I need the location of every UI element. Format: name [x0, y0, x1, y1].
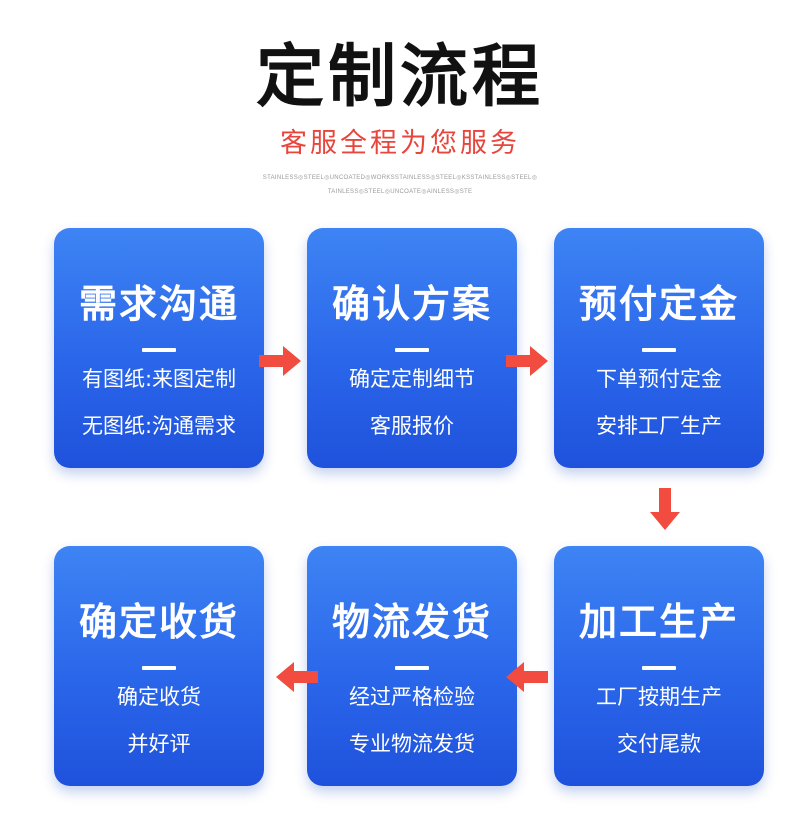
step-line-1: 下单预付定金 [596, 367, 722, 391]
step-line-2: 客服报价 [370, 414, 454, 438]
step-line-2: 无图纸:沟通需求 [81, 414, 237, 438]
step-title: 物流发货 [331, 600, 492, 644]
arrow-left-icon [276, 662, 318, 692]
step-line-2: 并好评 [127, 732, 191, 756]
arrow-right-icon [506, 346, 548, 376]
step-divider [142, 666, 176, 670]
arrow-left-icon [506, 662, 548, 692]
step-line-1: 有图纸:来图定制 [81, 367, 237, 391]
step-line-2: 交付尾款 [617, 732, 701, 756]
decorative-text-line-2: TAINLESS◎STEEL◎UNCOATE◎AINLESS◎STE [327, 189, 473, 195]
step-title: 确定收货 [78, 600, 239, 644]
step-line-1: 确定收货 [117, 685, 201, 709]
step-line-2: 专业物流发货 [349, 732, 475, 756]
step-line-2: 安排工厂生产 [596, 414, 722, 438]
step-divider [395, 348, 429, 352]
step-divider [395, 666, 429, 670]
step-line-1: 工厂按期生产 [596, 685, 722, 709]
step-title: 需求沟通 [78, 282, 239, 326]
step-divider [642, 348, 676, 352]
step-card-requirement: 需求沟通 有图纸:来图定制 无图纸:沟通需求 [54, 228, 264, 468]
step-line-1: 经过严格检验 [349, 685, 475, 709]
page-title: 定制流程 [255, 38, 544, 117]
step-card-deposit: 预付定金 下单预付定金 安排工厂生产 [554, 228, 764, 468]
step-divider [642, 666, 676, 670]
step-divider [142, 348, 176, 352]
step-title: 加工生产 [578, 600, 739, 644]
step-card-shipping: 物流发货 经过严格检验 专业物流发货 [307, 546, 517, 786]
step-title: 预付定金 [578, 282, 739, 326]
arrow-down-icon [650, 488, 680, 530]
step-title: 确认方案 [331, 282, 492, 326]
step-card-production: 加工生产 工厂按期生产 交付尾款 [554, 546, 764, 786]
decorative-text-line-1: STAINLESS◎STEEL◎UNCOATED◎WORKSSTAINLESS◎… [262, 175, 538, 181]
page-subtitle: 客服全程为您服务 [280, 128, 520, 159]
step-line-1: 确定定制细节 [349, 367, 475, 391]
step-card-confirm-receipt: 确定收货 确定收货 并好评 [54, 546, 264, 786]
step-card-confirm-plan: 确认方案 确定定制细节 客服报价 [307, 228, 517, 468]
arrow-right-icon [259, 346, 301, 376]
